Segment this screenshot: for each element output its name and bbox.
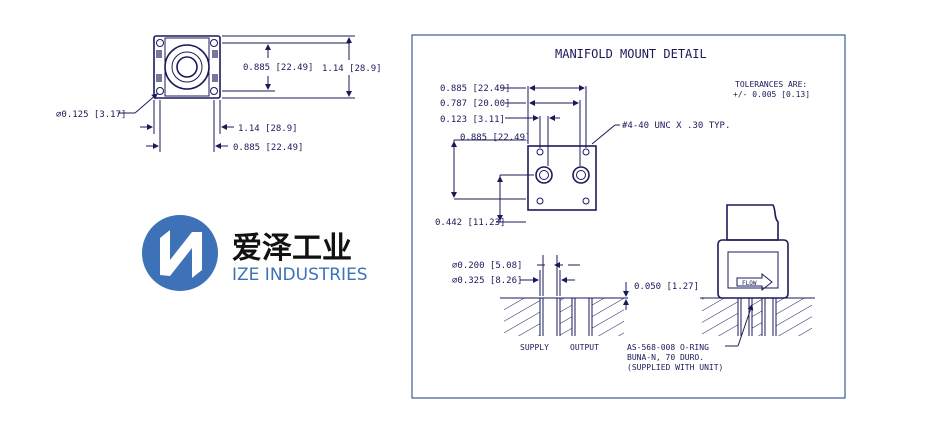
manifold-hatch-3 bbox=[592, 298, 624, 336]
dim-holes-vertical: 0.885 [22.49] bbox=[243, 63, 313, 73]
manifold-hatch-4 bbox=[702, 298, 738, 336]
dim-port-large: ⌀0.325 [8.26] bbox=[452, 276, 522, 286]
oring-line2: BUNA-N, 70 DURO. bbox=[627, 353, 704, 362]
logo-company-cn: 爱泽工业 bbox=[232, 231, 352, 266]
thread-note: #4-40 UNC X .30 TYP. bbox=[622, 121, 730, 131]
dim-port-small: ⌀0.200 [5.08] bbox=[452, 261, 522, 271]
dim-a: 0.885 [22.49] bbox=[440, 84, 510, 94]
oring-line1: AS-568-008 O-RING bbox=[627, 343, 709, 352]
dim-b: 0.787 [20.00] bbox=[440, 99, 510, 109]
tolerance-line2: +/- 0.005 [0.13] bbox=[733, 90, 810, 99]
flow-arrow-icon bbox=[736, 272, 773, 292]
thread-hole-br bbox=[582, 197, 590, 205]
oring-line3: (SUPPLIED WITH UNIT) bbox=[627, 363, 723, 372]
dim-overall-height: 1.14 [28.9] bbox=[322, 64, 382, 74]
mount-hole-br bbox=[210, 87, 218, 95]
dim-recess: 0.050 [1.27] bbox=[634, 282, 699, 292]
mount-hole-tr bbox=[210, 39, 218, 47]
detail-title: MANIFOLD MOUNT DETAIL bbox=[555, 47, 707, 61]
mount-hole-bl bbox=[156, 87, 164, 95]
dim-d: 0.885 [22.49] bbox=[460, 133, 530, 143]
port-mark-tr bbox=[212, 50, 218, 58]
port-output-label: OUTPUT bbox=[570, 343, 599, 352]
valve-body-outline bbox=[153, 35, 221, 99]
logo-mark-icon bbox=[142, 215, 218, 291]
dim-e: 0.442 [11.23] bbox=[435, 218, 505, 228]
thread-hole-bl bbox=[536, 197, 544, 205]
tolerance-line1: TOLERANCES ARE: bbox=[735, 80, 807, 89]
valve-side-view: FLOW bbox=[717, 204, 789, 299]
supply-port-outer bbox=[535, 166, 553, 184]
output-port-outer bbox=[572, 166, 590, 184]
manifold-section-left bbox=[500, 297, 628, 336]
output-port-inner bbox=[576, 170, 586, 180]
thread-hole-tr bbox=[582, 148, 590, 156]
dim-c: 0.123 [3.11] bbox=[440, 115, 505, 125]
dim-overall-width: 1.14 [28.9] bbox=[238, 124, 298, 134]
valve-outer-ring bbox=[164, 44, 210, 90]
port-mark-tl bbox=[156, 50, 162, 58]
detail-frame bbox=[411, 34, 846, 399]
mount-hole-tl bbox=[156, 39, 164, 47]
port-mark-bl bbox=[156, 74, 162, 82]
valve-top-view: 0.885 [22.49] 1.14 [28.9] ⌀0.125 [3.17] … bbox=[56, 35, 382, 153]
company-logo: 爱泽工业 IZE INDUSTRIES bbox=[142, 215, 368, 291]
valve-upper-housing bbox=[726, 204, 779, 241]
thread-hole-tl bbox=[536, 148, 544, 156]
logo-company-en: IZE INDUSTRIES bbox=[232, 265, 368, 285]
valve-middle-ring bbox=[171, 51, 203, 83]
manifold-hatch-1 bbox=[504, 298, 540, 336]
manifold-hatch-5 bbox=[752, 298, 762, 336]
port-supply-label: SUPPLY bbox=[520, 343, 549, 352]
valve-label-plate bbox=[727, 251, 779, 289]
manifold-section-right bbox=[700, 297, 815, 336]
manifold-hatch-2 bbox=[560, 298, 572, 336]
port-mark-br bbox=[212, 74, 218, 82]
mounting-face-view bbox=[527, 145, 597, 211]
flow-label: FLOW bbox=[742, 280, 757, 287]
mounting-face-outline bbox=[527, 145, 597, 211]
valve-inner-ring bbox=[176, 56, 198, 78]
supply-port-inner bbox=[539, 170, 549, 180]
dim-holes-horizontal: 0.885 [22.49] bbox=[233, 143, 303, 153]
manifold-hatch-6 bbox=[776, 298, 812, 336]
dim-hole-diameter: ⌀0.125 [3.17] bbox=[56, 110, 126, 120]
